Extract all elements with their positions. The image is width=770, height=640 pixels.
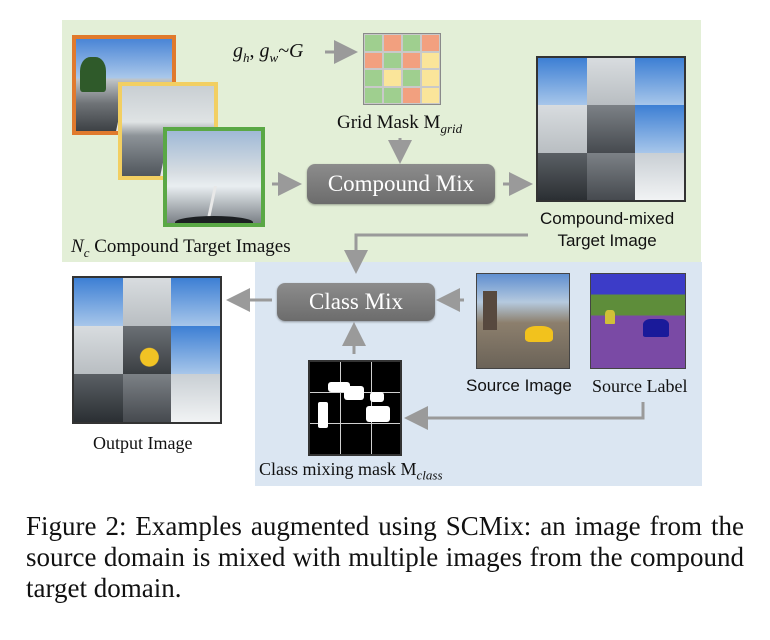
compound-mixed-image bbox=[536, 56, 686, 202]
figure-caption: Figure 2: Examples augmented using SCMix… bbox=[26, 511, 744, 603]
segmented-car-shape bbox=[643, 319, 669, 337]
output-image-label: Output Image bbox=[93, 433, 192, 454]
output-image-text: Output Image bbox=[93, 433, 193, 453]
grid-mask-label: Grid Mask Mgrid bbox=[337, 112, 462, 137]
g-symbol: g bbox=[233, 40, 243, 62]
compound-mix-label: Compound Mix bbox=[327, 171, 475, 196]
compound-mix-box: Compound Mix bbox=[307, 164, 495, 204]
nc-subscript: c bbox=[83, 244, 90, 260]
compound-mixed-label: Compound-mixed Target Image bbox=[540, 208, 674, 252]
segmented-object-shape bbox=[605, 310, 615, 324]
compound-mixed-line-1: Compound-mixed bbox=[540, 209, 675, 228]
distribution-symbol: ~G bbox=[278, 40, 304, 62]
class-mix-box: Class Mix bbox=[277, 283, 435, 321]
nc-symbol: N bbox=[71, 236, 84, 257]
grid-sample-formula: gh, gw~G bbox=[233, 40, 304, 65]
source-image-label: Source Image bbox=[466, 376, 572, 396]
class-mix-label: Class Mix bbox=[309, 289, 403, 314]
source-image bbox=[476, 273, 570, 369]
w-subscript: w bbox=[269, 50, 279, 65]
class-mixing-mask-label: Class mixing mask Mclass bbox=[259, 459, 443, 484]
yellow-car-shape bbox=[524, 325, 553, 342]
h-subscript: h bbox=[243, 50, 250, 65]
class-mixing-mask bbox=[308, 360, 402, 456]
class-subscript: class bbox=[416, 467, 443, 483]
source-label-image bbox=[590, 273, 686, 369]
nc-text: Compound Target Images bbox=[89, 236, 291, 257]
source-label-label: Source Label bbox=[592, 376, 687, 397]
arrow-mixed-to-class-mix bbox=[344, 233, 528, 274]
source-image-text: Source Image bbox=[466, 376, 572, 395]
car-hood-shape bbox=[174, 216, 254, 223]
compound-mixed-line-2: Target Image bbox=[557, 231, 657, 250]
grid-mask-text: Grid Mask M bbox=[337, 112, 441, 133]
output-image bbox=[72, 276, 222, 424]
g-symbol: g bbox=[259, 40, 270, 62]
class-mask-text: Class mixing mask M bbox=[259, 459, 417, 479]
source-label-text: Source Label bbox=[592, 376, 688, 396]
tree-shape bbox=[80, 57, 106, 93]
pole-shape bbox=[483, 290, 497, 331]
arrow-label-to-mask bbox=[404, 402, 645, 430]
grid-mask bbox=[363, 33, 441, 105]
target-image-3 bbox=[163, 127, 265, 227]
compound-target-images-label: Nc Compound Target Images bbox=[71, 236, 291, 261]
grid-subscript: grid bbox=[440, 120, 463, 136]
